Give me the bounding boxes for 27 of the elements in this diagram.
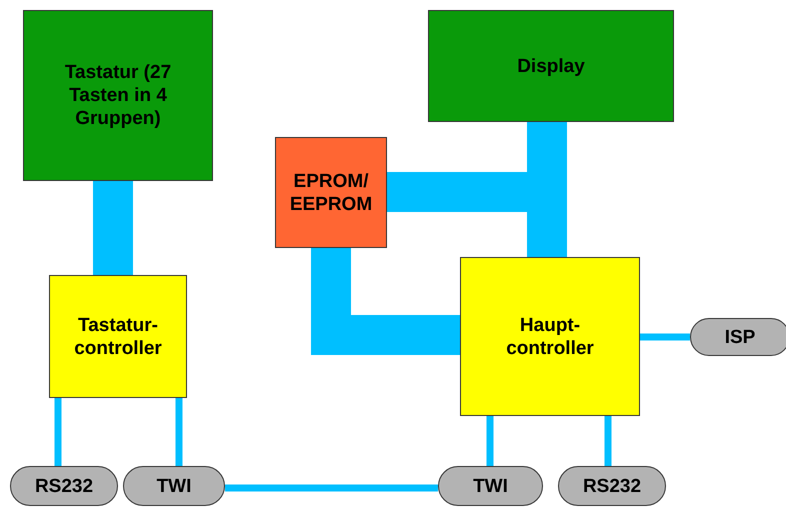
node-label: RS232 <box>34 474 94 498</box>
port-pill <box>438 466 543 506</box>
bus-connector <box>93 181 133 275</box>
node-label: Haupt-controller <box>505 314 595 360</box>
node-label: Tastatur (27 Tasten in 4 Gruppen) <box>64 61 172 130</box>
connector-line <box>486 416 494 466</box>
port-pill <box>558 466 666 506</box>
node-label: Display <box>517 54 585 78</box>
connector-line <box>54 398 62 466</box>
block-box <box>275 137 387 248</box>
port-pill <box>123 466 225 506</box>
node-label: RS232 <box>582 474 642 498</box>
block-box <box>23 10 213 181</box>
connector-line <box>640 334 690 340</box>
node-label: EPROM/ EEPROM <box>288 170 374 216</box>
connector-line <box>604 416 612 466</box>
block-box <box>428 10 674 122</box>
port-pill <box>10 466 118 506</box>
node-label: TWI <box>473 474 508 498</box>
node-label: TWI <box>156 474 192 498</box>
block-box <box>460 257 640 416</box>
connector-line <box>225 484 438 492</box>
block-box <box>49 275 187 398</box>
port-pill <box>690 318 786 356</box>
node-label: Tastatur-controller <box>73 314 163 360</box>
node-label: ISP <box>724 326 756 348</box>
connector-line <box>176 398 182 466</box>
